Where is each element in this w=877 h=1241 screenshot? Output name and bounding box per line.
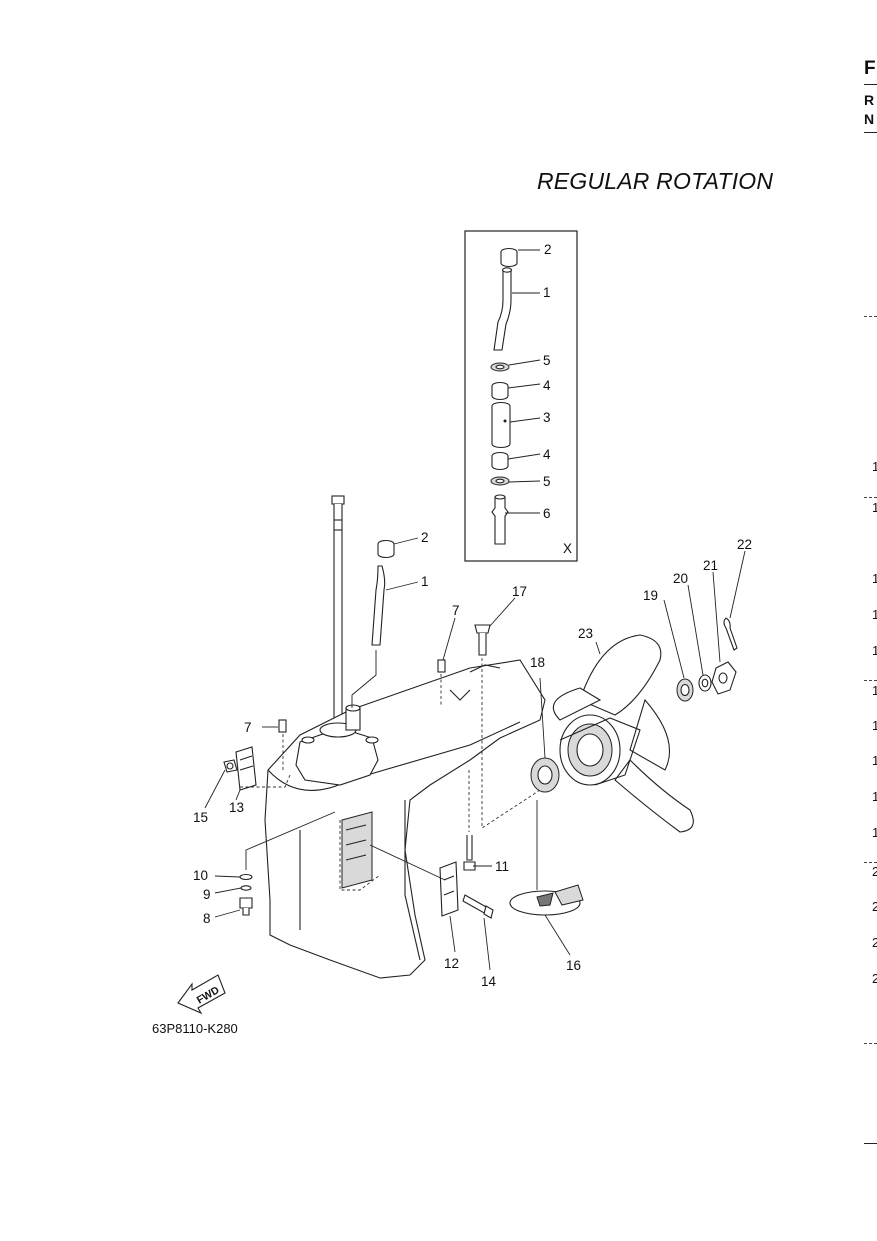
edge-ref-number: 1 bbox=[872, 753, 877, 768]
lower-case bbox=[264, 659, 546, 979]
anode-bracket bbox=[369, 844, 459, 917]
edge-ref-number: 1 bbox=[872, 643, 877, 658]
inset-sleeve bbox=[491, 401, 511, 449]
anode-plate bbox=[509, 800, 584, 916]
callout-label: 3 bbox=[543, 410, 551, 425]
edge-ref-number: 1 bbox=[872, 459, 877, 474]
callout-label: 13 bbox=[229, 800, 244, 815]
inset-water-pipe bbox=[491, 494, 509, 545]
edge-ref-number: 1 bbox=[872, 500, 877, 515]
dowel-pin bbox=[278, 719, 287, 770]
edge-rule bbox=[864, 680, 877, 681]
callout-label: 23 bbox=[578, 626, 593, 641]
edge-rule bbox=[864, 862, 877, 863]
edge-rule bbox=[864, 1143, 877, 1144]
water-tube-main bbox=[351, 539, 395, 708]
callout-label: 1 bbox=[421, 574, 429, 589]
callout-label: 19 bbox=[643, 588, 658, 603]
drive-shaft bbox=[331, 495, 345, 719]
page-title: REGULAR ROTATION bbox=[537, 168, 774, 194]
edge-header-letter: R bbox=[864, 92, 875, 108]
callout-label: 20 bbox=[673, 571, 688, 586]
inset-frame bbox=[464, 230, 578, 562]
inset-bushing bbox=[491, 381, 509, 401]
water-pump-housing bbox=[295, 704, 379, 786]
callout-label: 12 bbox=[444, 956, 459, 971]
edge-ref-number: 1 bbox=[872, 607, 877, 622]
callout-label: 17 bbox=[512, 584, 527, 599]
edge-ref-number: 1 bbox=[872, 718, 877, 733]
callout-label: 4 bbox=[543, 378, 551, 393]
edge-ref-number: 2 bbox=[872, 971, 877, 986]
trim-tab-area bbox=[341, 811, 373, 889]
edge-ref-number: 1 bbox=[872, 683, 877, 698]
dowel-pin bbox=[437, 659, 446, 705]
callout-label: 5 bbox=[543, 474, 551, 489]
washer bbox=[698, 674, 712, 692]
callout-label: 6 bbox=[543, 506, 551, 521]
anode bbox=[235, 746, 257, 791]
grommet bbox=[223, 759, 238, 773]
callout-label: 14 bbox=[481, 974, 497, 989]
edge-ref-number: 2 bbox=[872, 864, 877, 879]
fwd-arrow: FWD bbox=[177, 974, 226, 1015]
callout-label: 18 bbox=[530, 655, 545, 670]
edge-rule bbox=[864, 84, 877, 85]
edge-header-letter: N bbox=[864, 111, 875, 127]
edge-header-letter: F bbox=[864, 58, 876, 79]
edge-ref-number: 1 bbox=[872, 571, 877, 586]
callout-label: 16 bbox=[566, 958, 581, 973]
inset-label: X bbox=[563, 541, 572, 556]
callout-label: 8 bbox=[203, 911, 211, 926]
callout-label: 1 bbox=[543, 285, 551, 300]
callout-label: 2 bbox=[421, 530, 429, 545]
edge-ref-number: 1 bbox=[872, 789, 877, 804]
bolt bbox=[462, 894, 494, 919]
bolt bbox=[474, 624, 541, 829]
stud-bolt bbox=[463, 770, 476, 871]
edge-rule bbox=[864, 132, 877, 133]
callout-label: 10 bbox=[193, 868, 208, 883]
drawing-code: 63P8110-K280 bbox=[152, 1021, 238, 1036]
thrust-washer bbox=[530, 757, 560, 793]
inset-seal bbox=[490, 362, 510, 372]
callout-label: 11 bbox=[495, 859, 509, 874]
inset-seal bbox=[490, 476, 510, 486]
edge-ref-number: 2 bbox=[872, 935, 877, 950]
edge-ref-number: 2 bbox=[872, 899, 877, 914]
bolt-washer-stack bbox=[239, 811, 336, 916]
callout-label: 7 bbox=[452, 603, 460, 618]
spacer bbox=[676, 678, 694, 702]
callout-label: 21 bbox=[703, 558, 718, 573]
propeller bbox=[552, 634, 694, 833]
callout-label: 9 bbox=[203, 887, 211, 902]
callout-label: 5 bbox=[543, 353, 551, 368]
edge-rule bbox=[864, 1043, 877, 1044]
edge-ref-number: 1 bbox=[872, 825, 877, 840]
callout-label: 4 bbox=[543, 447, 551, 462]
edge-rule bbox=[864, 497, 877, 498]
edge-rule bbox=[864, 316, 877, 317]
cotter-pin bbox=[723, 617, 738, 651]
nut bbox=[711, 661, 737, 695]
callout-label: 15 bbox=[193, 810, 208, 825]
inset-grommet bbox=[500, 247, 518, 268]
callout-label: 2 bbox=[544, 242, 552, 257]
callout-label: 22 bbox=[737, 537, 752, 552]
inset-water-tube bbox=[493, 267, 513, 351]
inset-bushing bbox=[491, 451, 509, 471]
callout-label: 7 bbox=[244, 720, 252, 735]
